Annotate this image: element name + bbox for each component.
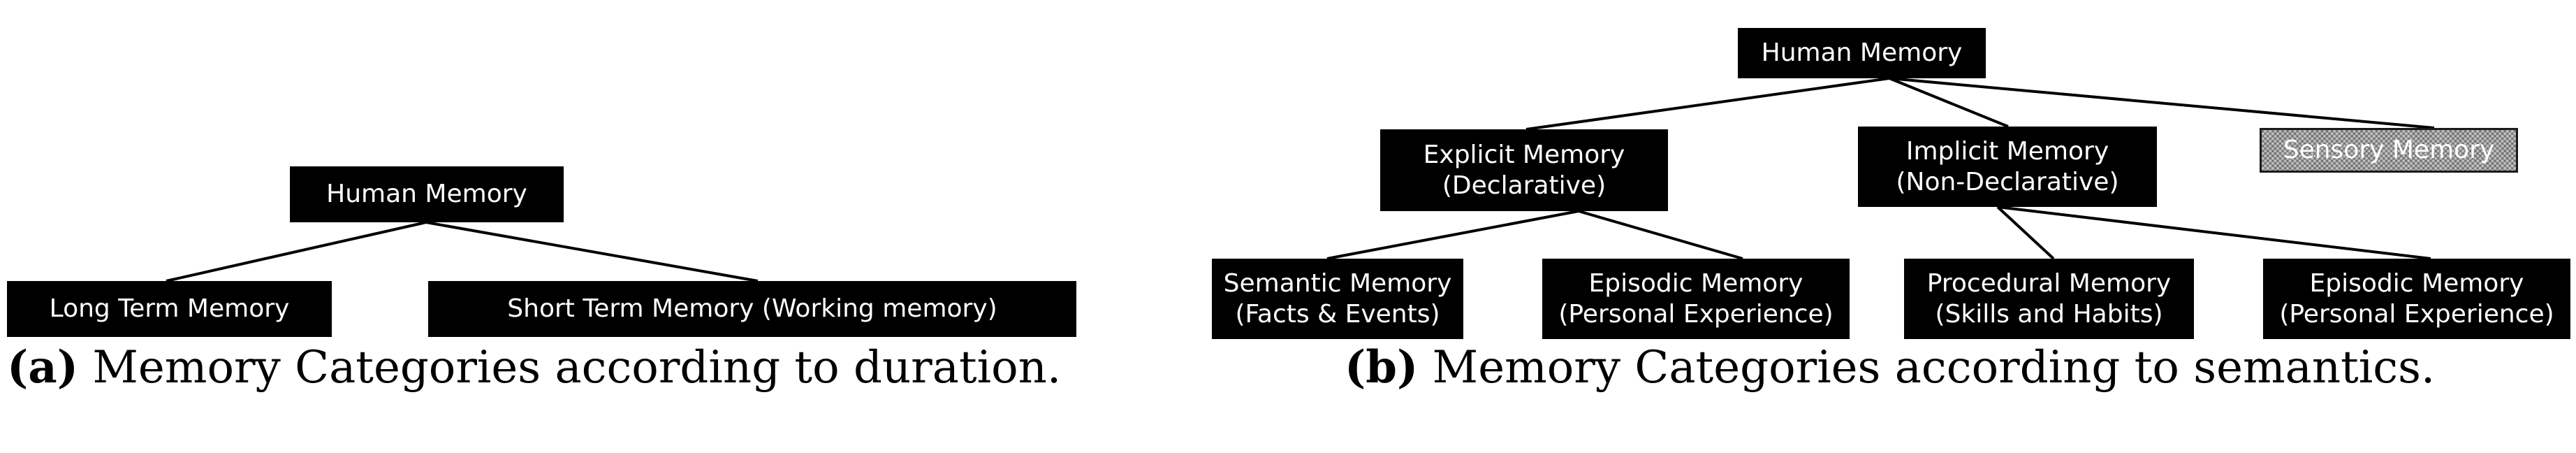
node-label-line2: (Skills and Habits)	[1935, 299, 2163, 329]
node-b-episodic-memory-2: Episodic Memory (Personal Experience)	[2263, 259, 2570, 339]
node-label-line2: (Facts & Events)	[1235, 299, 1440, 329]
caption-b-label: (b)	[1345, 341, 1419, 394]
edge-b-explicit-semantic	[1326, 210, 1579, 260]
node-b-implicit-memory: Implicit Memory (Non-Declarative)	[1858, 127, 2157, 207]
node-b-procedural-memory: Procedural Memory (Skills and Habits)	[1904, 259, 2194, 339]
node-label: Human Memory	[1761, 38, 1963, 68]
node-a-human-memory: Human Memory	[290, 166, 564, 222]
node-a-long-term-memory: Long Term Memory	[7, 281, 332, 337]
edge-a-root-long-term	[166, 221, 427, 282]
node-label: Human Memory	[326, 180, 527, 209]
node-label-line1: Semantic Memory	[1223, 268, 1452, 298]
node-label-line2: (Personal Experience)	[2279, 299, 2554, 329]
caption-a: (a) Memory Categories according to durat…	[7, 341, 1061, 394]
node-label-line1: Implicit Memory	[1905, 136, 2109, 166]
node-label: Long Term Memory	[49, 294, 290, 324]
node-label-line2: (Non-Declarative)	[1896, 167, 2119, 196]
node-label-line1: Explicit Memory	[1423, 140, 1625, 169]
node-label: Sensory Memory	[2283, 136, 2495, 165]
node-label-line2: (Personal Experience)	[1558, 299, 1834, 329]
edge-b-root-sensory	[1889, 77, 2435, 129]
edge-b-explicit-episodic	[1578, 210, 1743, 260]
node-label: Short Term Memory (Working memory)	[507, 294, 997, 324]
node-label-line1: Episodic Memory	[2309, 268, 2524, 298]
caption-a-label: (a)	[7, 341, 79, 394]
caption-b-text: Memory Categories according to semantics…	[1432, 342, 2436, 394]
caption-a-text: Memory Categories according to duration.	[92, 342, 1062, 394]
node-b-human-memory: Human Memory	[1738, 28, 1986, 78]
node-b-episodic-memory-1: Episodic Memory (Personal Experience)	[1542, 259, 1850, 339]
edge-a-root-short-term	[425, 221, 759, 282]
node-label-line2: (Declarative)	[1442, 171, 1607, 200]
node-label-line1: Procedural Memory	[1926, 268, 2172, 298]
edge-b-implicit-procedural	[1996, 206, 2055, 260]
node-b-explicit-memory: Explicit Memory (Declarative)	[1380, 129, 1668, 211]
node-a-short-term-memory: Short Term Memory (Working memory)	[428, 281, 1076, 337]
caption-b: (b) Memory Categories according to seman…	[1345, 341, 2435, 394]
edge-b-root-explicit	[1525, 77, 1890, 131]
node-label-line1: Episodic Memory	[1588, 268, 1803, 298]
edge-b-implicit-episodic	[1997, 206, 2431, 260]
node-b-semantic-memory: Semantic Memory (Facts & Events)	[1212, 259, 1463, 339]
node-b-sensory-memory: Sensory Memory	[2260, 128, 2518, 173]
edge-b-root-implicit	[1889, 77, 2009, 128]
